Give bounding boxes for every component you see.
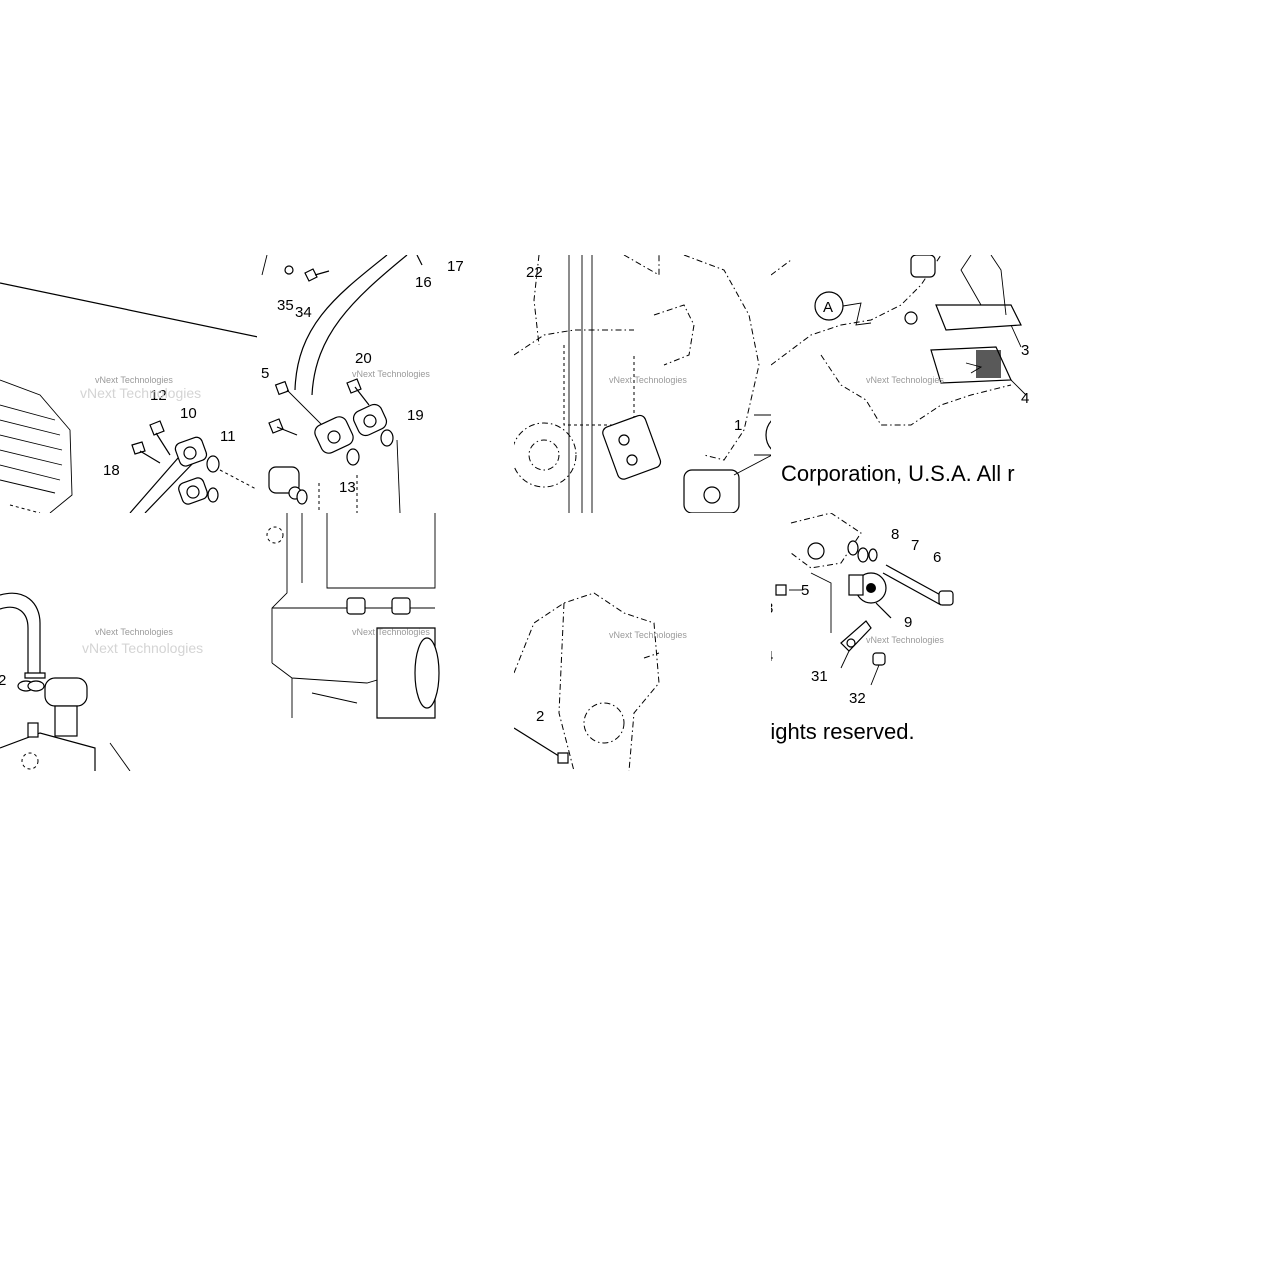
watermark: vNext Technologies: [609, 375, 687, 385]
callout-20: 20: [355, 350, 372, 367]
callout-13: 13: [339, 479, 356, 496]
callout-31: 31: [811, 668, 828, 685]
callout-17: 17: [447, 258, 464, 275]
callout-12: 12: [150, 387, 167, 404]
callout-2-left: 2: [0, 672, 6, 689]
watermark: vNext Technologies: [609, 630, 687, 640]
callout-18: 18: [103, 462, 120, 479]
callout-3: 3: [1021, 342, 1029, 359]
watermark: vNext Technologies: [352, 369, 430, 379]
callout-7: 7: [911, 537, 919, 554]
callout-10: 10: [180, 405, 197, 422]
diagram-tile-bottom-mid: vNext Technologies: [257, 513, 515, 771]
callout-35: 35: [277, 297, 294, 314]
callout-1: 1: [734, 417, 742, 434]
diagram-tile-bottom-left: 2 vNext Technologies vNext Technologies: [0, 513, 258, 771]
watermark: vNext Technologies: [866, 375, 944, 385]
callout-19: 19: [407, 407, 424, 424]
watermark: vNext Technologies: [95, 375, 173, 385]
copyright-part1: Corporation, U.S.A. All r: [781, 461, 1015, 486]
cylinder-fins: [0, 379, 73, 513]
diagram-tile-bottom-center: 2 vNext Technologies: [514, 513, 772, 771]
callout-6: 6: [933, 549, 941, 566]
callout-8: 8: [891, 526, 899, 543]
callout-32: 32: [849, 690, 866, 707]
copyright-part2: rights reserved.: [771, 719, 915, 744]
watermark: vNext Technologies: [95, 627, 173, 637]
callout-5: 5: [261, 365, 269, 382]
diagram-tile-top-mid: 35 34 16 17 20 41 5 42 19 13 vNext Techn…: [257, 255, 515, 513]
watermark: vNext Technologies: [866, 635, 944, 645]
callout-3-right: 3: [771, 600, 773, 617]
diagram-tile-top-left: 12 10 11 18 vNext Technologies vNext Tec…: [0, 255, 258, 513]
callout-16: 16: [415, 274, 432, 291]
callout-2-center: 2: [536, 708, 544, 725]
callout-9: 9: [904, 614, 912, 631]
callout-11: 11: [220, 428, 236, 445]
diagram-tile-top-right: A 3 4 vNext Technologies Corporation, U.…: [771, 255, 1029, 513]
diagram-tile-bottom-right: 8 7 6 5 9 31 32 3 4 vNext Technologies r…: [771, 513, 1029, 771]
watermark-shadow: vNext Technologies: [82, 640, 203, 656]
callout-A: A: [823, 299, 833, 316]
callout-22: 22: [526, 264, 543, 281]
callout-4-right: 4: [771, 648, 773, 665]
callout-4: 4: [1021, 390, 1029, 407]
watermark: vNext Technologies: [352, 627, 430, 637]
diagram-tile-top-center: 22 1 27 vNext Technologies: [514, 255, 772, 513]
watermark-shadow: vNext Technologies: [80, 385, 201, 401]
callout-5-right: 5: [801, 582, 809, 599]
callout-34: 34: [295, 304, 312, 321]
